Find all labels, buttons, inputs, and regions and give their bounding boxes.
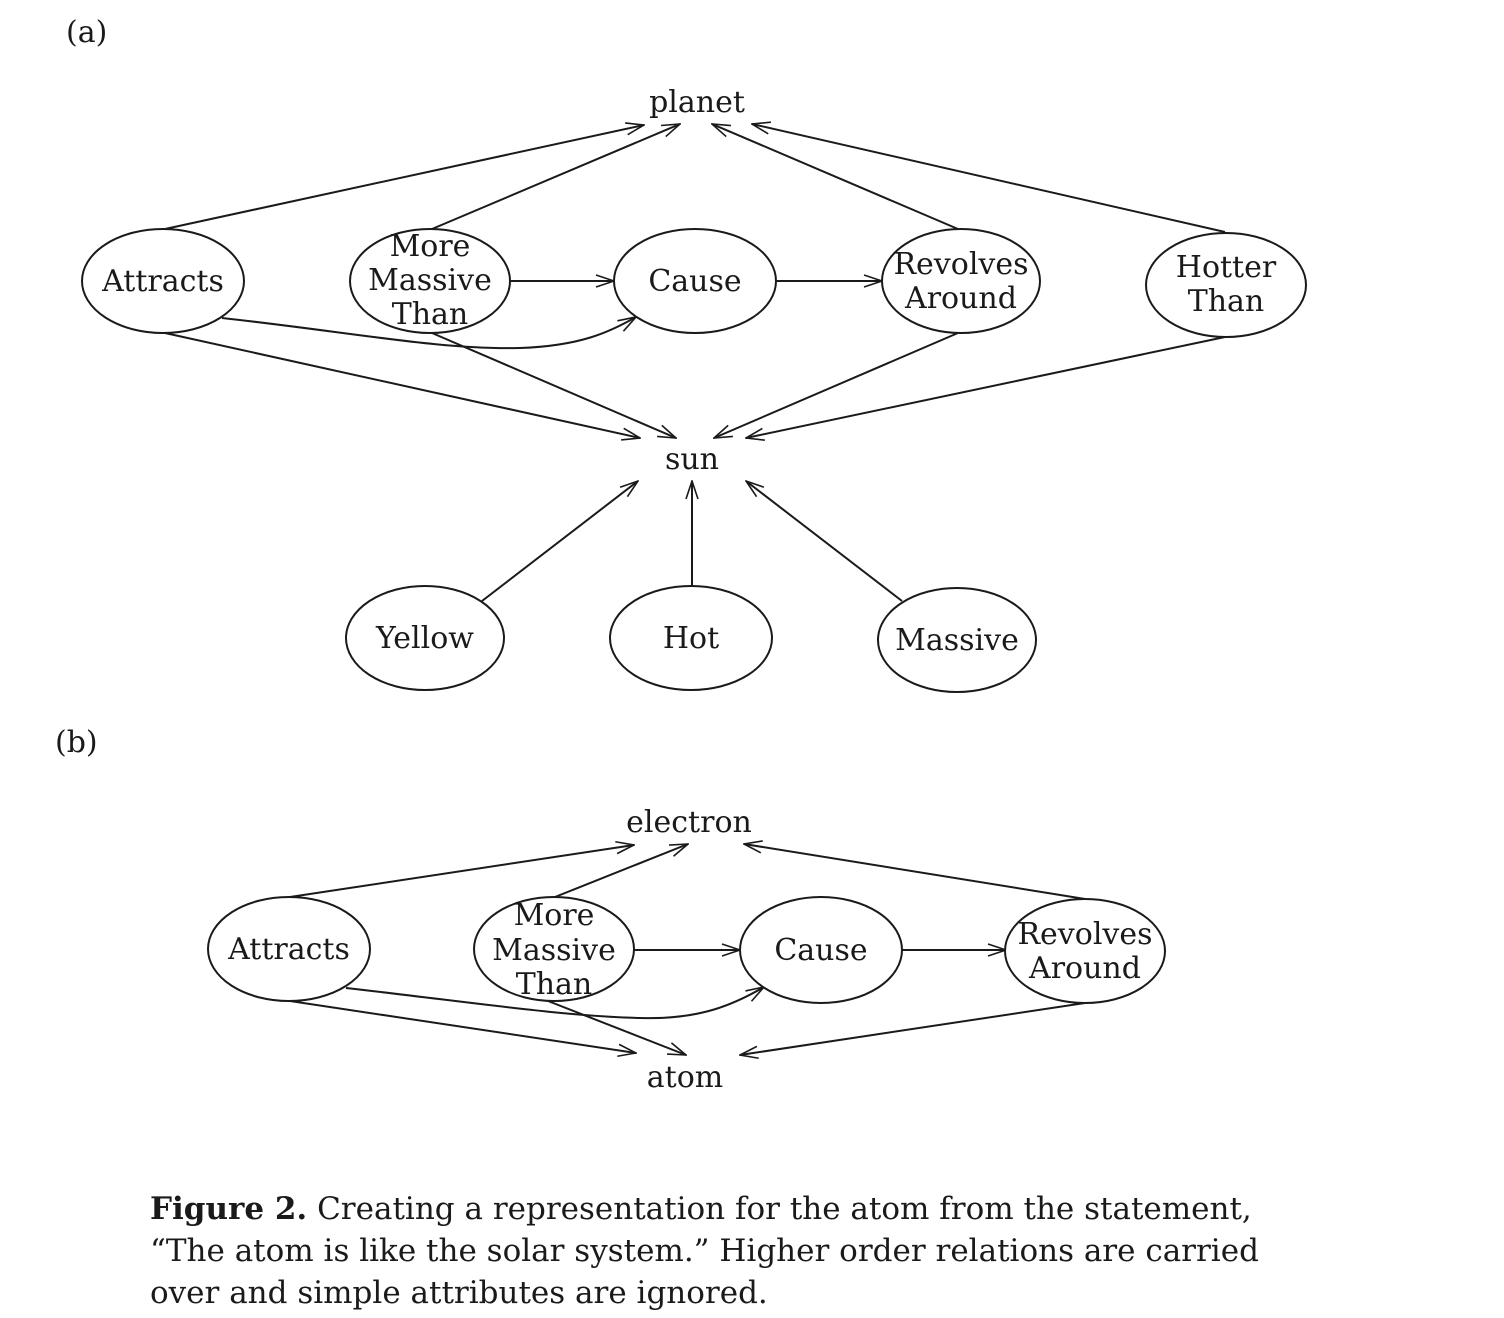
node-b-more-massive-than-line-1: More [514,898,595,933]
node-more-massive-than-line-3: Than [392,297,469,332]
node-attracts-label: Attracts [101,264,224,299]
panel-a-label: (a) [66,15,107,50]
edge-more-massive-sun [431,332,676,438]
node-hot: Hot [609,585,773,691]
edge-hotter-planet [752,124,1226,233]
node-b-attracts: Attracts [207,896,371,1002]
panel-a: (a) planet sun Attracts More Massive [66,15,1307,693]
edge-massive-sun [746,481,903,602]
edge-b-more-massive-electron [554,844,688,898]
node-hotter-than-line-2: Than [1188,284,1265,319]
node-more-massive-than-line-2: Massive [368,263,492,298]
node-more-massive-than-line-1: More [390,229,471,264]
node-b-revolves-around-line-1: Revolves [1017,917,1152,952]
node-b-revolves-around: Revolves Around [1004,898,1166,1004]
node-b-more-massive-than-line-2: Massive [492,933,616,968]
node-b-cause: Cause [739,896,903,1004]
node-b-more-massive-than-line-3: Than [516,967,593,1002]
edge-more-massive-planet [431,124,680,230]
edge-attracts-cause [221,317,636,350]
edge-attracts-planet [164,125,644,230]
edge-b-revolves-electron [744,844,1086,900]
entity-atom: atom [647,1060,723,1095]
node-b-revolves-around-line-2: Around [1028,951,1141,986]
node-massive-label: Massive [895,623,1019,658]
panel-b: (b) electron atom Attracts More Massive … [55,725,1166,1095]
edge-attracts-sun [164,332,640,438]
node-massive: Massive [877,587,1037,693]
node-hotter-than-line-1: Hotter [1176,250,1277,285]
node-cause: Cause [613,228,777,334]
node-revolves-around-line-2: Around [904,281,1017,316]
node-b-cause-label: Cause [774,933,867,968]
node-more-massive-than: More Massive Than [349,228,511,334]
panel-b-label: (b) [55,725,98,760]
node-revolves-around: Revolves Around [881,228,1041,334]
edge-b-revolves-atom [740,1002,1086,1055]
edge-b-attracts-electron [289,845,634,898]
entity-electron: electron [626,805,752,840]
node-revolves-around-line-1: Revolves [893,247,1028,282]
node-b-attracts-label: Attracts [227,932,350,967]
edge-revolves-sun [714,332,959,438]
entity-planet: planet [649,85,745,120]
edge-b-attracts-cause [345,987,764,1020]
node-attracts: Attracts [81,228,245,334]
node-yellow: Yellow [345,585,505,691]
figure-caption: Figure 2. Creating a representation for … [150,1188,1270,1314]
edge-yellow-sun [481,481,638,602]
caption-text: Creating a representation for the atom f… [150,1191,1259,1311]
edge-hotter-sun [746,336,1226,438]
edge-revolves-planet [712,124,959,230]
node-hotter-than: Hotter Than [1145,232,1307,338]
edge-b-attracts-atom [289,1000,636,1053]
node-hot-label: Hot [663,621,719,656]
edge-b-more-massive-atom [547,1000,686,1056]
entity-sun: sun [665,442,719,477]
caption-figure-number: Figure 2. [150,1191,308,1227]
node-cause-label: Cause [648,264,741,299]
node-yellow-label: Yellow [375,621,474,656]
node-b-more-massive-than: More Massive Than [473,896,635,1002]
